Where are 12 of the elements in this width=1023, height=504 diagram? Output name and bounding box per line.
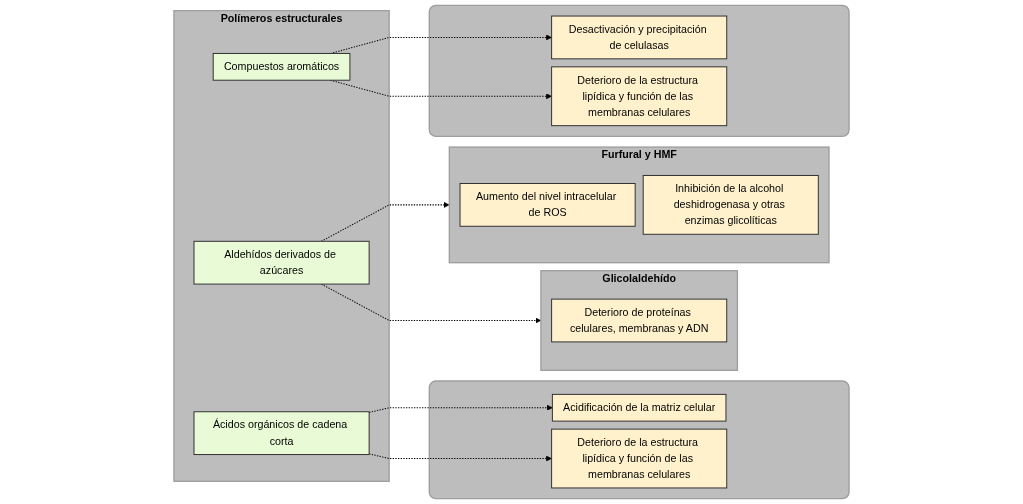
cluster <box>428 380 850 500</box>
node-box: Compuestos aromáticos <box>212 52 351 81</box>
node-box: Deterioro de la estructura lipídica y función de las membranas celulares <box>551 66 728 127</box>
node-box: Deterioro de la estructura lipídica y función de las membranas celulares <box>551 428 728 489</box>
node-box: Aldehídos derivados de azúcares <box>193 240 370 285</box>
node-box: Inhibición de la alcohol deshidrogenasa y otras enzimas glicolíticas <box>642 174 819 235</box>
node-box: Desactivación y precipitación de celulasas <box>551 15 728 60</box>
cluster <box>428 4 850 138</box>
node-box: Ácidos orgánicos de cadena corta <box>193 411 370 456</box>
node-box: Aumento del nivel intracelular de ROS <box>459 183 636 227</box>
node-box: Deterioro de proteínas celulares, membranas y ADN <box>551 298 728 343</box>
node-box: Acidificación de la matriz celular <box>551 393 727 422</box>
